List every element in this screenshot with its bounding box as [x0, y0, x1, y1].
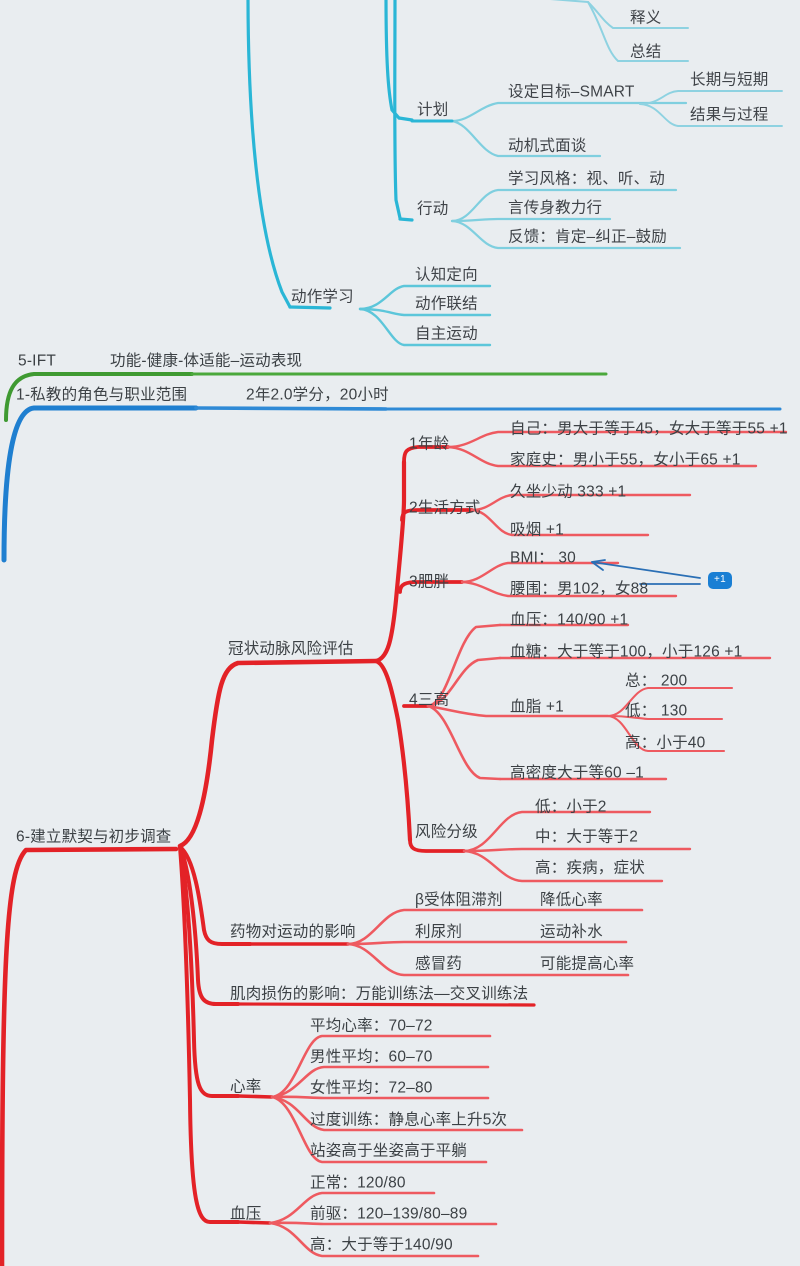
node-yaowu-yingxiang[interactable]: 药物对运动的影响: [230, 923, 356, 941]
node-dongjishi-miantan[interactable]: 动机式面谈: [508, 137, 587, 155]
node-jirou-sunshang[interactable]: 肌肉损伤的影响：万能训练法—交叉训练法: [230, 985, 529, 1003]
node-yanchuan-shenjiao[interactable]: 言传身教力行: [508, 199, 603, 217]
node-gao[interactable]: 高：小于40: [625, 734, 706, 752]
node-5-ift[interactable]: 5-IFT: [18, 352, 57, 370]
node-xiyan[interactable]: 吸烟 +1: [510, 521, 564, 539]
node-qianqu[interactable]: 前驱：120–139/80–89: [310, 1205, 468, 1223]
node-guodu-xunlian[interactable]: 过度训练：静息心率上升5次: [310, 1111, 508, 1129]
node-1-sijiao-juese[interactable]: 1-私教的角色与职业范围: [16, 386, 188, 404]
node-bmi[interactable]: BMI： 30: [510, 549, 577, 567]
node-6-jianli-moqi[interactable]: 6-建立默契与初步调查: [16, 828, 172, 846]
node-shiyi[interactable]: 释义: [630, 9, 662, 27]
node-3feipang[interactable]: 3肥胖: [409, 573, 450, 591]
node-fx-di[interactable]: 低：小于2: [535, 798, 607, 816]
node-jiatingshi[interactable]: 家庭史：男小于55，女小于65 +1: [510, 451, 741, 469]
node-jiuzuo-shaodong[interactable]: 久坐少动 333 +1: [510, 483, 627, 501]
node-2nian-xuefen[interactable]: 2年2.0学分，20小时: [246, 386, 389, 404]
node-fengxian-fenji[interactable]: 风险分级: [415, 823, 478, 841]
node-jihua[interactable]: 计划: [417, 101, 449, 119]
node-1nianling[interactable]: 1年龄: [409, 435, 450, 453]
node-dongzuo-lianjie[interactable]: 动作联结: [415, 295, 478, 313]
node-nanxing-pingjun[interactable]: 男性平均：60–70: [310, 1048, 433, 1066]
node-zhanzi-gaoyu[interactable]: 站姿高于坐姿高于平躺: [310, 1142, 468, 1160]
node-gaomidu[interactable]: 高密度大于等60 –1: [510, 764, 644, 782]
node-diuretic-value[interactable]: 运动补水: [540, 923, 603, 941]
node-zong[interactable]: 总： 200: [625, 672, 688, 690]
node-zizhu-yundong[interactable]: 自主运动: [415, 325, 478, 343]
node-cold-medicine[interactable]: 感冒药: [415, 955, 463, 973]
node-renzhi-dingxiang[interactable]: 认知定向: [415, 266, 478, 284]
node-yaowei[interactable]: 腰围：男102，女88: [510, 580, 649, 598]
node-fankui[interactable]: 反馈：肯定–纠正–鼓励: [508, 228, 667, 246]
node-xuetang[interactable]: 血糖：大于等于100，小于126 +1: [510, 643, 743, 661]
node-fx-zhong[interactable]: 中：大于等于2: [535, 828, 639, 846]
node-zhengchang[interactable]: 正常：120/80: [310, 1174, 406, 1192]
node-jieguo-yu-guocheng[interactable]: 结果与过程: [690, 106, 769, 124]
node-guanzhuang-dongmai[interactable]: 冠状动脉风险评估: [228, 640, 354, 658]
node-xinlv[interactable]: 心率: [230, 1078, 262, 1096]
annotation-badge-plus-one[interactable]: +1: [708, 572, 733, 589]
node-pingjun-xinlv[interactable]: 平均心率：70–72: [310, 1017, 433, 1035]
node-2shenghuo-fangshi[interactable]: 2生活方式: [409, 499, 481, 517]
node-diuretic[interactable]: 利尿剂: [415, 923, 463, 941]
node-di[interactable]: 低： 130: [625, 702, 688, 720]
node-nvxing-pingjun[interactable]: 女性平均：72–80: [310, 1079, 433, 1097]
node-xueya[interactable]: 血压：140/90 +1: [510, 611, 629, 629]
node-xueya-group[interactable]: 血压: [230, 1205, 262, 1223]
node-changqi-yu-duanqi[interactable]: 长期与短期: [690, 71, 769, 89]
node-fx-gao[interactable]: 高：疾病，症状: [535, 859, 645, 877]
node-gao-dayudengyu[interactable]: 高：大于等于140/90: [310, 1236, 453, 1254]
node-xuezhi[interactable]: 血脂 +1: [510, 698, 564, 716]
node-ziji[interactable]: 自己：男大于等于45，女大于等于55 +1: [510, 420, 788, 438]
node-gongneng-jiankang[interactable]: 功能-健康-体适能–运动表现: [110, 352, 303, 370]
node-4sangao[interactable]: 4三高: [409, 691, 450, 709]
node-xuexi-fengge[interactable]: 学习风格：视、听、动: [508, 170, 666, 188]
node-xingdong[interactable]: 行动: [417, 200, 449, 218]
node-sheding-mubiao-smart[interactable]: 设定目标–SMART: [508, 83, 635, 101]
node-zongjie[interactable]: 总结: [630, 43, 662, 61]
node-cold-medicine-value[interactable]: 可能提高心率: [540, 955, 635, 973]
node-beta-blocker-value[interactable]: 降低心率: [540, 891, 603, 909]
node-beta-blocker[interactable]: β受体阻滞剂: [415, 891, 503, 909]
node-dongzuo-xuexi[interactable]: 动作学习: [291, 288, 354, 306]
